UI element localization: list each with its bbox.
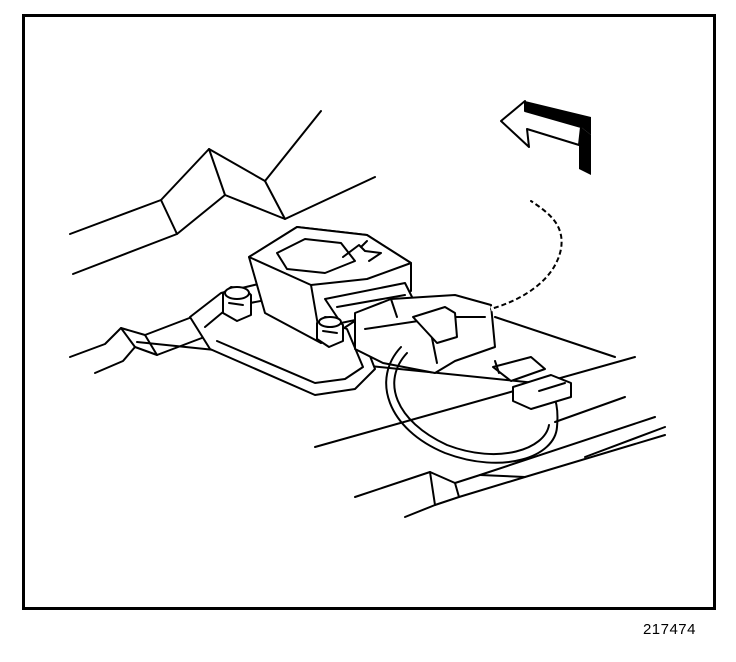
connector-position-assurance — [492, 356, 572, 410]
connector-loop-wire — [385, 346, 559, 464]
mounting-bolts — [222, 286, 344, 348]
harness-connector — [354, 294, 496, 374]
wiring-harness — [490, 198, 565, 312]
upper-floor-panel — [69, 110, 376, 275]
floor-pan-ridges — [69, 308, 666, 518]
figure-id-label: 217474 — [642, 621, 696, 638]
illustration-frame — [22, 14, 716, 610]
forward-direction-arrow — [500, 100, 591, 175]
sensor-connector-illustration — [69, 100, 666, 518]
inflatable-restraint-sensor-module — [248, 226, 418, 344]
